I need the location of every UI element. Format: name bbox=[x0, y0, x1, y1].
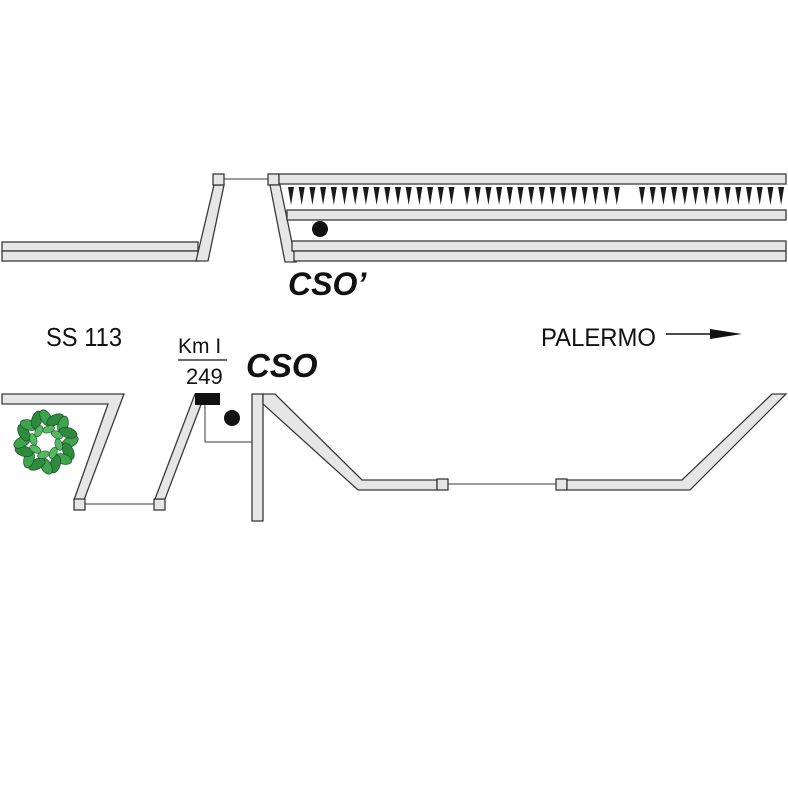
lower-post-b bbox=[153, 498, 166, 511]
km-top-label: Km I bbox=[178, 335, 221, 358]
wreath-icon bbox=[13, 409, 79, 475]
upper-top-rail bbox=[278, 173, 787, 185]
upper-middle-rail bbox=[286, 209, 787, 221]
upper-carriageway bbox=[1, 173, 787, 263]
direction-label: PALERMO bbox=[541, 324, 656, 352]
lower-post-a bbox=[73, 498, 86, 511]
lower-right-ascending-rail bbox=[566, 393, 788, 491]
road-label: SS 113 bbox=[46, 322, 122, 352]
upper-post-left bbox=[212, 173, 225, 186]
upper-post-right bbox=[267, 173, 280, 186]
cso-prime-marker-dot bbox=[312, 221, 328, 237]
arrow-right-icon bbox=[666, 329, 742, 339]
upper-left-rail-bottom bbox=[1, 250, 199, 262]
upper-left-slant-rail bbox=[195, 184, 225, 262]
km-bottom-label: 249 bbox=[186, 364, 223, 389]
lower-right-descending-rail bbox=[262, 393, 438, 491]
upper-bottom-rail-top bbox=[291, 240, 787, 252]
cso-label: CSO bbox=[246, 347, 318, 384]
lower-post-c bbox=[436, 478, 449, 491]
cso-marker-dot bbox=[224, 410, 240, 426]
upper-bottom-rail-bottom bbox=[293, 250, 787, 262]
lower-carriageway bbox=[1, 393, 788, 522]
spike-row-icon bbox=[288, 187, 785, 205]
cso-box-outline bbox=[204, 405, 252, 443]
lower-mid-slant-rail bbox=[154, 393, 206, 500]
upper-right-slant-rail bbox=[269, 184, 297, 263]
lower-post-d bbox=[555, 478, 568, 491]
lower-vertical-rail bbox=[251, 393, 264, 522]
cso-prime-label: CSO’ bbox=[288, 266, 367, 302]
upper-left-rail-top bbox=[1, 241, 199, 252]
km-post-marker bbox=[195, 393, 220, 405]
